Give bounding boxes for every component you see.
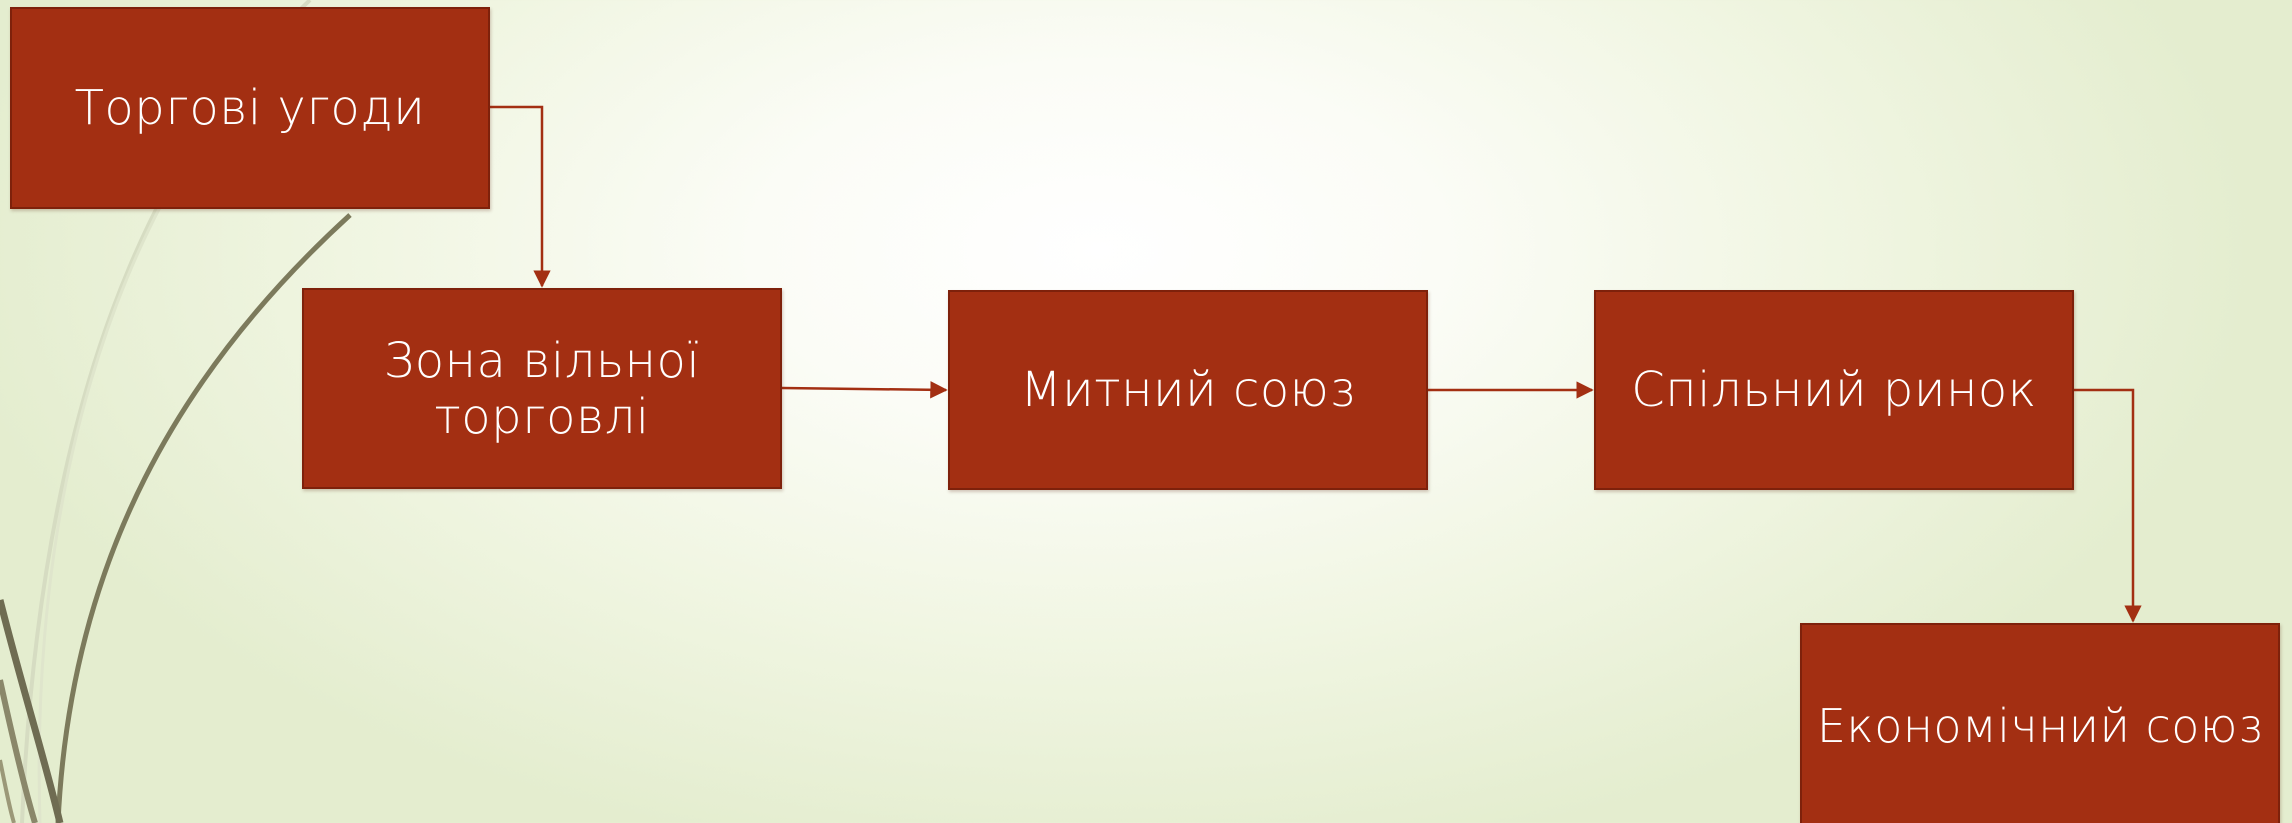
- node-label: Митний союз: [1020, 362, 1356, 418]
- node-label: Спільний ринок: [1631, 362, 2037, 418]
- node-customs-union: Митний союз: [948, 290, 1428, 490]
- grass-stroke-base-1: [0, 599, 64, 823]
- node-free-trade-zone: Зона вільної торговлі: [302, 288, 782, 489]
- node-common-market: Спільний ринок: [1594, 290, 2074, 490]
- node-label: Економічний союз: [1816, 698, 2264, 753]
- grass-stroke-base-3: [0, 759, 16, 823]
- grass-stroke-dark: [55, 213, 352, 823]
- node-label: Зона вільної торговлі: [383, 332, 701, 445]
- grass-stroke-base-2: [0, 679, 38, 823]
- node-economic-union: Економічний союз: [1800, 623, 2280, 823]
- node-trade-agreements: Торгові угоди: [10, 7, 490, 209]
- node-label: Торгові угоди: [74, 80, 426, 136]
